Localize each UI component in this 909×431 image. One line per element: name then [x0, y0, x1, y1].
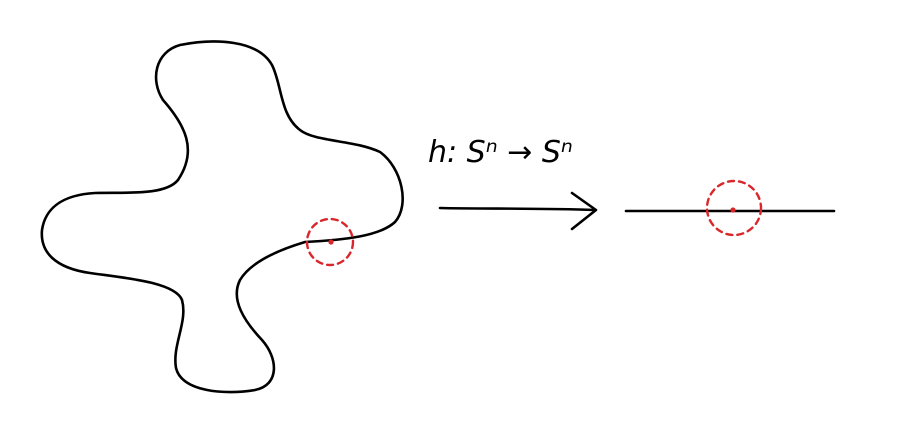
right-arrow-icon [438, 206, 597, 212]
arrow-head [570, 191, 598, 231]
source-sphere-curve [40, 40, 404, 394]
source-point [328, 239, 334, 245]
source-neighborhood-circle [305, 217, 355, 267]
map-label: h: Sⁿ → Sⁿ [428, 135, 573, 170]
target-point [730, 207, 736, 213]
target-neighborhood-circle [705, 179, 763, 237]
